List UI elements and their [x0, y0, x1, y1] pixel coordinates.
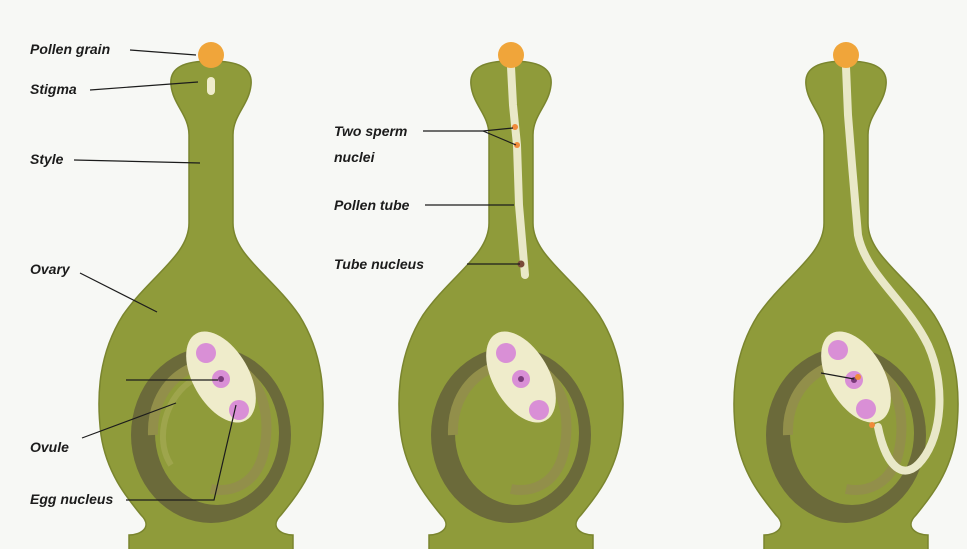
synergid-cell [856, 399, 876, 419]
egg-nucleus-core [218, 376, 224, 382]
leader-pollen-grain [130, 50, 196, 55]
polar-nucleus [828, 340, 848, 360]
leader-style [74, 160, 200, 163]
synergid-cell [529, 400, 549, 420]
stage-3-carpel [734, 42, 958, 549]
stigma-channel [207, 77, 215, 95]
polar-nucleus [196, 343, 216, 363]
sperm-nucleus [855, 374, 861, 380]
label-pollen-grain: Pollen grain [30, 41, 110, 57]
egg-nucleus-core [518, 376, 524, 382]
stage-1-carpel [99, 42, 323, 549]
label-pollen-tube: Pollen tube [334, 197, 410, 213]
pollen-grain-icon [833, 42, 859, 68]
stage-2-carpel [399, 42, 623, 549]
label-tube-nucleus: Tube nucleus [334, 256, 424, 272]
label-two-sperm-line2: nuclei [334, 149, 376, 165]
label-style: Style [30, 151, 64, 167]
label-stigma: Stigma [30, 81, 77, 97]
label-ovary: Ovary [30, 261, 71, 277]
pollen-grain-icon [198, 42, 224, 68]
polar-nucleus [496, 343, 516, 363]
label-ovule: Ovule [30, 439, 69, 455]
pollen-grain-icon [498, 42, 524, 68]
label-two-sperm-line1: Two sperm [334, 123, 407, 139]
label-egg-nucleus: Egg nucleus [30, 491, 113, 507]
sperm-nucleus [512, 124, 518, 130]
synergid-cell [229, 400, 249, 420]
sperm-nucleus [869, 422, 875, 428]
